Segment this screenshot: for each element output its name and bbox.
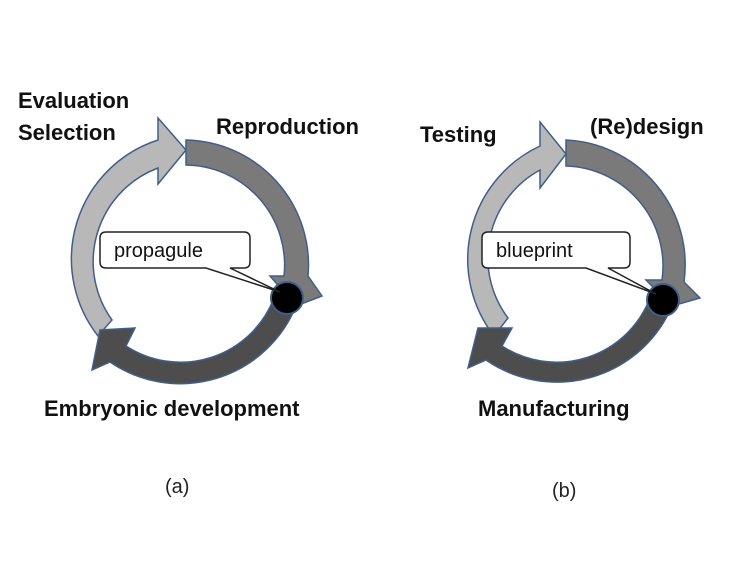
redesign-arrow xyxy=(565,139,702,307)
propagule-label: propagule xyxy=(114,240,203,262)
panel-b-caption: (b) xyxy=(552,480,576,502)
testing-arrow xyxy=(466,119,567,338)
panel-b: blueprint Testing (Re)design Manufacturi… xyxy=(420,114,704,502)
blueprint-label: blueprint xyxy=(496,240,573,262)
propagule-callout: propagule xyxy=(99,231,281,293)
panel-a-caption: (a) xyxy=(165,476,189,498)
testing-label: Testing xyxy=(420,122,497,147)
manufacturing-arrow xyxy=(466,297,674,383)
cycle-a xyxy=(70,116,324,385)
embryonic-development-arrow xyxy=(90,297,297,385)
evaluation-label: Evaluation xyxy=(18,88,129,113)
selection-label: Selection xyxy=(18,120,116,145)
embryonic-development-label: Embryonic development xyxy=(44,396,300,421)
propagule-dot xyxy=(270,281,304,315)
redesign-label: (Re)design xyxy=(590,114,704,139)
blueprint-dot xyxy=(646,283,680,317)
blueprint-callout: blueprint xyxy=(481,231,657,295)
callout-bubble xyxy=(99,231,281,293)
callout-bubble xyxy=(481,231,657,295)
reproduction-label: Reproduction xyxy=(216,114,359,139)
cycle-b xyxy=(466,119,702,383)
panel-a: propagule Evaluation Selection Reproduct… xyxy=(18,88,359,498)
evaluation-selection-arrow xyxy=(70,116,187,338)
manufacturing-label: Manufacturing xyxy=(478,396,630,421)
